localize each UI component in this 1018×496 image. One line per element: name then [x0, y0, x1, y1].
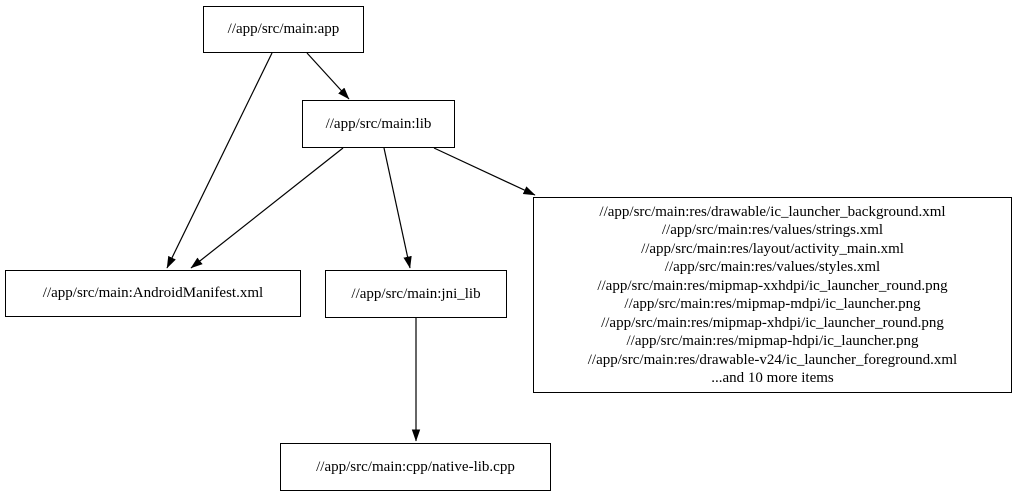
node-android-manifest: //app/src/main:AndroidManifest.xml	[5, 270, 301, 317]
res-line: //app/src/main:res/layout/activity_main.…	[641, 240, 904, 257]
edge-lib-to-manifest	[190, 147, 344, 269]
node-res-group-lines: //app/src/main:res/drawable/ic_launcher_…	[588, 203, 957, 388]
res-line: //app/src/main:res/values/strings.xml	[661, 222, 884, 238]
res-line: //app/src/main:res/mipmap-xhdpi/ic_launc…	[601, 314, 944, 331]
edge-app-to-manifest	[166, 52, 273, 269]
res-line: //app/src/main:res/drawable-v24/ic_launc…	[587, 351, 958, 368]
node-android-manifest-label: //app/src/main:AndroidManifest.xml	[42, 285, 264, 302]
node-app-label: //app/src/main:app	[227, 21, 340, 38]
node-jni-lib: //app/src/main:jni_lib	[325, 270, 507, 318]
res-line: //app/src/main:res/mipmap-mdpi/ic_launch…	[624, 296, 921, 312]
res-line: //app/src/main:res/mipmap-xxhdpi/ic_laun…	[597, 277, 948, 294]
node-res-group: //app/src/main:res/drawable/ic_launcher_…	[533, 197, 1012, 393]
edge-app-to-lib	[306, 52, 350, 100]
node-lib-label: //app/src/main:lib	[325, 115, 432, 132]
node-native-lib-cpp: //app/src/main:cpp/native-lib.cpp	[280, 443, 551, 491]
res-line: //app/src/main:res/values/styles.xml	[664, 259, 881, 275]
res-line: //app/src/main:res/mipmap-hdpi/ic_launch…	[626, 333, 919, 349]
edge-lib-to-jni-lib	[383, 147, 412, 269]
res-more-items: ...and 10 more items	[711, 370, 834, 386]
node-jni-lib-label: //app/src/main:jni_lib	[351, 285, 481, 302]
edge-lib-to-res-group	[433, 147, 536, 196]
node-native-lib-cpp-label: //app/src/main:cpp/native-lib.cpp	[316, 458, 515, 475]
node-app: //app/src/main:app	[203, 6, 364, 53]
res-line: //app/src/main:res/drawable/ic_launcher_…	[599, 203, 946, 220]
node-lib: //app/src/main:lib	[302, 100, 455, 148]
